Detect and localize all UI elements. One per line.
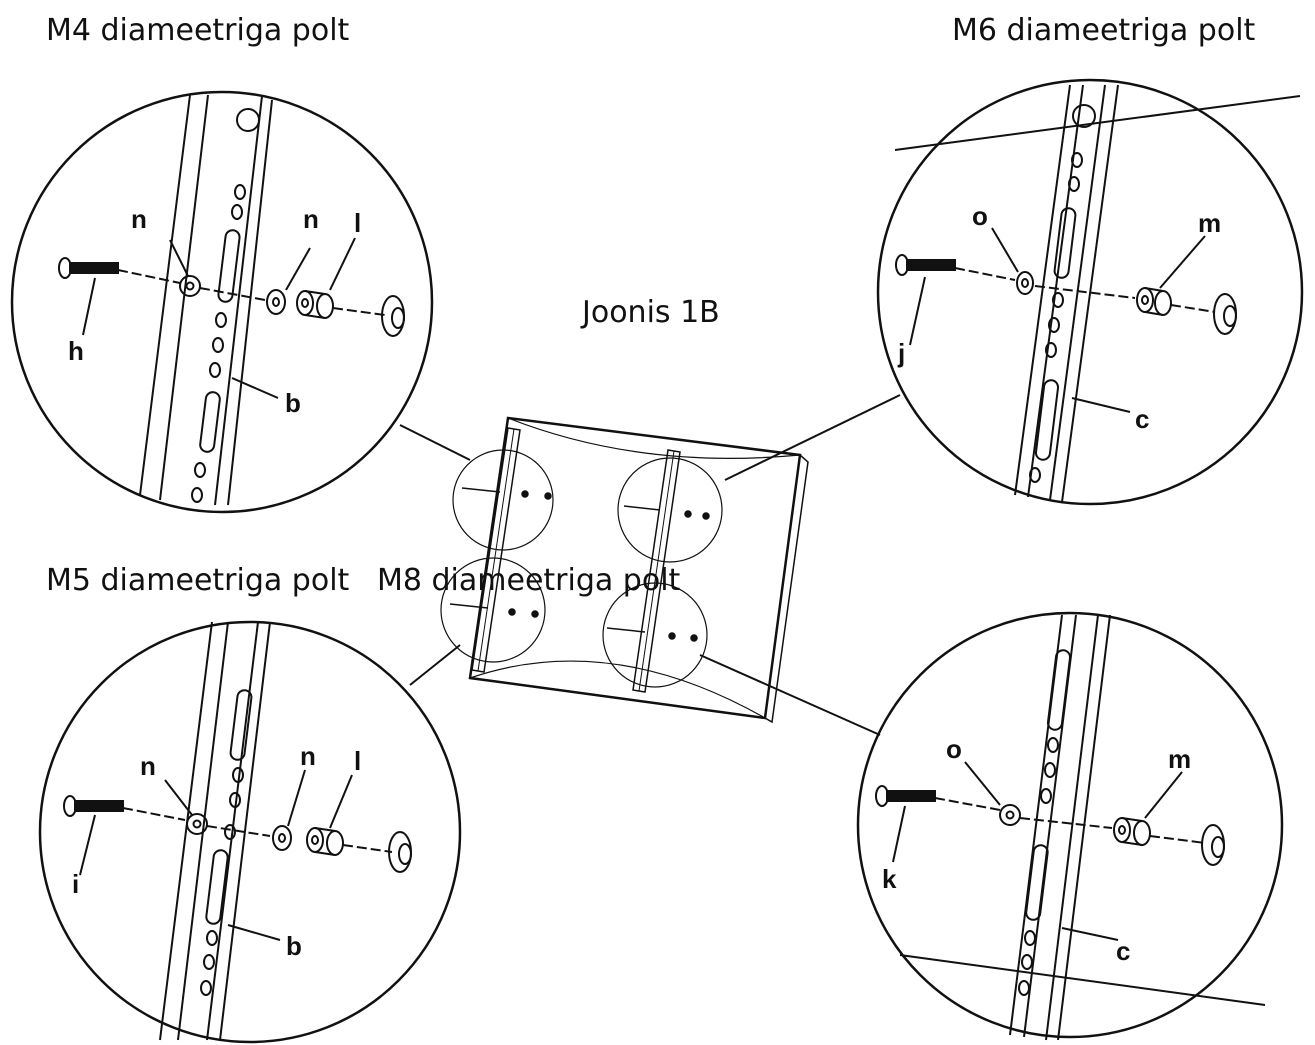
zoom-detail-m8 <box>856 611 1284 1041</box>
label-b-bl: b <box>286 931 302 961</box>
connector-line-tl <box>399 424 471 461</box>
label-b-tl: b <box>285 388 301 418</box>
zoom-detail-m4 <box>10 90 434 514</box>
label-n-tl-2: n <box>303 204 319 234</box>
spacer-m <box>1136 287 1172 316</box>
figure-label: Joonis 1B <box>582 295 720 330</box>
caption-m6: M6 diameetriga polt <box>952 13 1256 48</box>
label-o-tr: o <box>972 201 988 231</box>
label-c-br: c <box>1116 936 1130 966</box>
zoom-detail-m6 <box>876 78 1304 506</box>
label-k: k <box>882 864 897 894</box>
label-c-tr: c <box>1135 404 1149 434</box>
rail-c-small <box>632 449 681 693</box>
connector-line-tr <box>724 394 901 481</box>
zoom-detail-m5 <box>38 620 462 1044</box>
bolt-j <box>895 254 1016 281</box>
caption-m8: M8 diameetriga polt <box>377 563 681 598</box>
label-m-br: m <box>1168 744 1191 774</box>
zoom-circle-small-tl <box>452 449 554 551</box>
connector-line-bl <box>409 644 461 686</box>
zoom-circle-small-bl <box>440 557 546 663</box>
bolt-i <box>63 795 186 821</box>
spacer-m-bottom <box>1113 817 1151 846</box>
label-n-tl-1: n <box>131 204 147 234</box>
bolt-k <box>875 785 1001 811</box>
label-l-tl: l <box>354 208 361 238</box>
label-n-bl-1: n <box>140 751 156 781</box>
label-o-br: o <box>946 734 962 764</box>
connector-line-br <box>699 654 881 736</box>
label-m-tr: m <box>1198 208 1221 238</box>
label-l-bl: l <box>354 746 361 776</box>
zoom-circle-small-tr <box>617 457 723 563</box>
label-i: i <box>72 869 79 899</box>
label-n-bl-2: n <box>300 741 316 771</box>
spacer-l-bottom <box>306 827 344 856</box>
caption-m5: M5 diameetriga polt <box>46 563 350 598</box>
tv-back-panel <box>440 416 809 724</box>
caption-m4: M4 diameetriga polt <box>46 13 350 48</box>
label-j: j <box>897 338 905 368</box>
bolt-h <box>58 257 181 284</box>
zoom-circle-small-br <box>602 582 708 688</box>
spacer-l <box>296 290 334 319</box>
label-h: h <box>68 336 84 366</box>
